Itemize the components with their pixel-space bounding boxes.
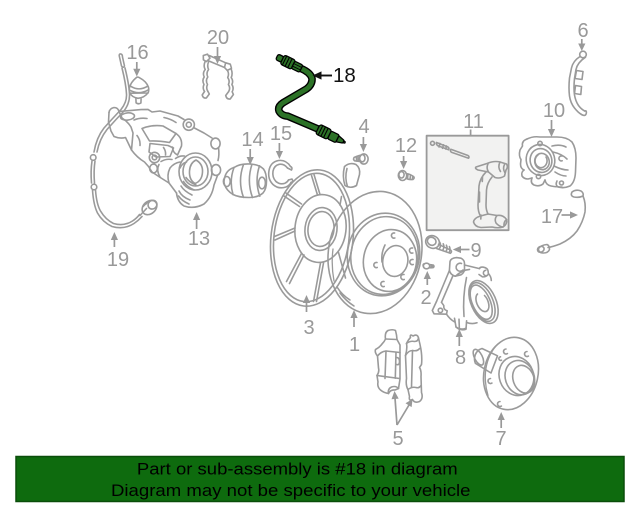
svg-text:16: 16	[126, 42, 148, 64]
svg-text:15: 15	[270, 123, 292, 145]
svg-text:11: 11	[463, 111, 484, 133]
svg-text:19: 19	[107, 249, 129, 271]
svg-text:18: 18	[333, 64, 356, 87]
svg-text:17: 17	[541, 206, 563, 228]
svg-text:Diagram may not be specific to: Diagram may not be specific to your vehi…	[111, 481, 471, 500]
svg-text:10: 10	[543, 100, 565, 122]
svg-text:9: 9	[470, 240, 481, 262]
svg-text:8: 8	[455, 347, 466, 369]
svg-text:3: 3	[303, 317, 314, 339]
svg-text:4: 4	[358, 116, 369, 138]
svg-text:14: 14	[241, 129, 263, 151]
svg-text:12: 12	[395, 135, 417, 157]
svg-text:13: 13	[188, 228, 210, 250]
svg-text:7: 7	[495, 428, 506, 450]
svg-text:Part or sub-assembly is #18 in: Part or sub-assembly is #18 in diagram	[137, 460, 458, 479]
svg-text:20: 20	[207, 27, 229, 49]
svg-text:1: 1	[349, 334, 360, 356]
svg-text:6: 6	[577, 20, 588, 42]
svg-text:5: 5	[392, 428, 403, 450]
svg-text:2: 2	[420, 287, 431, 309]
